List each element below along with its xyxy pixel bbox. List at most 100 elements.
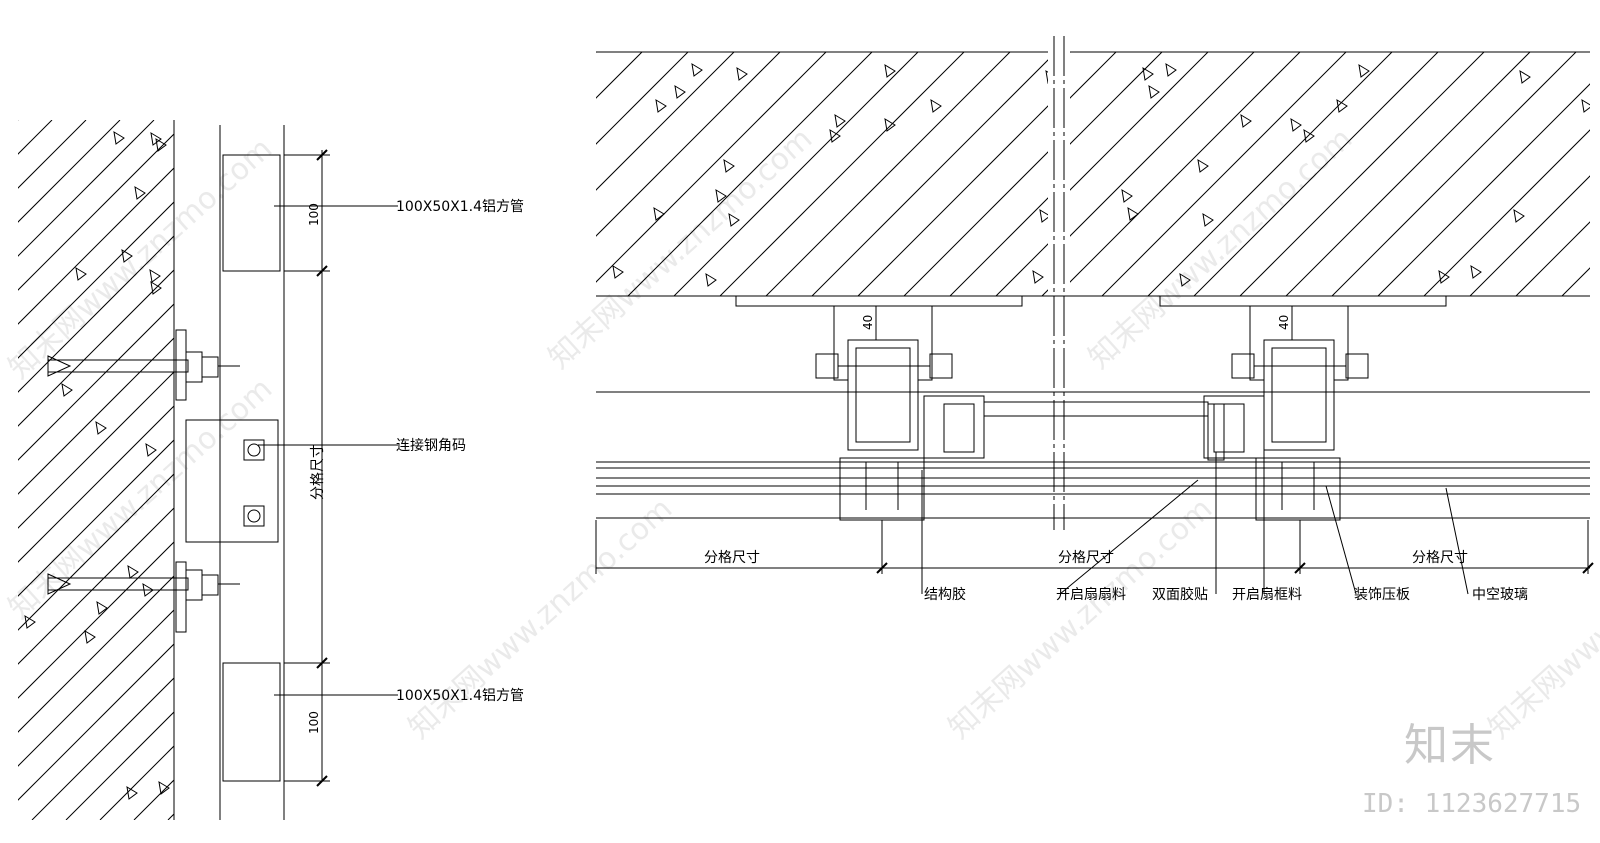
embed-plate-bottom — [175, 561, 187, 633]
hatch-line — [712, 120, 1412, 820]
hatch-line — [1070, 52, 1301, 283]
callout-label: 100X50X1.4铝方管 — [396, 688, 524, 704]
hatch-line — [18, 120, 87, 189]
aggregate-mark — [612, 265, 624, 279]
aggregate-mark — [95, 421, 107, 435]
hatch-line — [474, 120, 1174, 820]
hatch-line — [31, 677, 174, 820]
hatch-line — [18, 405, 174, 563]
aggregate-mark — [884, 118, 896, 132]
anchor-bolt-top — [47, 351, 240, 383]
hatch-line — [18, 507, 174, 665]
hatch-line — [1070, 52, 1071, 53]
hatch-line — [1147, 52, 1393, 296]
hatch-line — [596, 52, 735, 191]
aggregate-mark — [1519, 70, 1531, 84]
aggregate-mark — [127, 565, 139, 579]
hatch-line — [1285, 52, 1531, 296]
callout-label: 开启扇扇料 — [1056, 587, 1126, 603]
hatch-line — [673, 52, 919, 296]
hatch-line — [995, 243, 1048, 296]
hatch-line — [627, 52, 873, 296]
aggregate-mark — [1358, 64, 1370, 78]
aggregate-mark — [736, 67, 748, 81]
hatch-line — [596, 52, 781, 237]
hatch-line — [1070, 52, 1209, 191]
hatch-line — [18, 643, 174, 801]
aggregate-mark — [158, 781, 170, 795]
hatch-line — [596, 52, 689, 145]
mullion-left — [735, 295, 1023, 521]
hatch-line — [18, 167, 174, 325]
left-section-detail: 100 100 分格尺寸 100X50X1.4铝方管 连接钢角码 100X50X… — [18, 120, 1514, 820]
hatch-line — [1331, 52, 1577, 296]
hatch-line — [1101, 52, 1347, 296]
aggregate-mark — [1039, 209, 1048, 223]
hatch-line — [949, 197, 1048, 296]
hatch-line — [1239, 52, 1485, 296]
aggregate-mark — [75, 267, 87, 281]
hatch-line — [18, 371, 174, 529]
hatch-line — [814, 120, 1514, 820]
aggregate-mark — [1513, 209, 1525, 223]
hatch-line — [903, 151, 1048, 296]
aggregate-mark — [1165, 63, 1177, 77]
hatch-line — [1377, 83, 1590, 296]
aggregate-mark — [1148, 85, 1160, 99]
aggregate-mark — [1045, 70, 1048, 84]
concrete-wall-left — [18, 120, 1514, 820]
callout-label: 中空玻璃 — [1472, 586, 1528, 603]
watermark-text: 知末网www.znzmo.com — [1082, 121, 1359, 376]
hatch-line — [596, 52, 643, 99]
aggregate-mark — [691, 63, 703, 77]
aggregate-mark — [134, 186, 146, 200]
aggregate-mark — [829, 129, 841, 143]
hatch-line — [1561, 267, 1590, 296]
aluminum-tube-bottom — [222, 662, 281, 782]
hatch-line — [236, 120, 936, 820]
watermark-text: 知末网www.znzmo.com — [542, 121, 819, 376]
aggregate-mark — [728, 213, 740, 227]
watermark-text: 知末网www.znzmo.com — [2, 131, 279, 386]
callout-label: 结构胶 — [924, 586, 966, 603]
brand-logo: 知末 — [1404, 720, 1496, 771]
hatch-line — [508, 120, 1208, 820]
watermark-text: 知末网www.znzmo.com — [1482, 491, 1600, 746]
hatch-line — [811, 59, 1048, 296]
hatch-line — [1070, 52, 1163, 145]
hatch-line — [18, 120, 19, 121]
watermark-text: 知末网www.znzmo.com — [2, 371, 279, 626]
aggregate-mark — [1032, 270, 1044, 284]
aggregate-mark — [1202, 213, 1214, 227]
aggregate-mark — [705, 273, 717, 287]
mullion-right — [1159, 295, 1447, 521]
hatch-line — [780, 120, 1480, 820]
callout-label: 双面胶贴 — [1152, 586, 1208, 603]
dimension-label: 分格尺寸 — [1412, 550, 1468, 566]
hatch-line — [18, 235, 174, 393]
hatch-line — [1226, 52, 1470, 296]
hatch-line — [1134, 52, 1378, 296]
hatch-line — [18, 120, 155, 257]
callout-label: 100X50X1.4铝方管 — [396, 199, 524, 215]
steel-angle-bracket — [185, 419, 279, 543]
hatch-line — [1041, 289, 1048, 296]
hatch-line — [1515, 221, 1590, 296]
aggregate-mark — [1240, 114, 1252, 128]
hatch-line — [1469, 175, 1590, 296]
aggregate-mark — [1127, 207, 1139, 221]
dimension-label: 分格尺寸 — [1058, 550, 1114, 566]
hatch-line — [765, 52, 1011, 296]
embed-plate-top — [175, 329, 187, 401]
hatch-line — [857, 105, 1048, 296]
aggregate-mark — [1336, 99, 1348, 113]
right-plan-detail: 40 40 分格尺寸 分格尺寸 分格尺寸 结构胶 开启扇扇料 双面胶贴 开启扇框… — [595, 36, 1594, 603]
hatch-line — [406, 120, 1106, 820]
callout-label: 连接钢角码 — [396, 437, 466, 454]
id-label: ID: 1123627715 — [1362, 789, 1581, 819]
hatch-line — [596, 52, 827, 283]
bracket-bolt — [243, 505, 265, 527]
hatch-line — [1070, 52, 1117, 99]
aggregate-mark — [155, 138, 167, 152]
